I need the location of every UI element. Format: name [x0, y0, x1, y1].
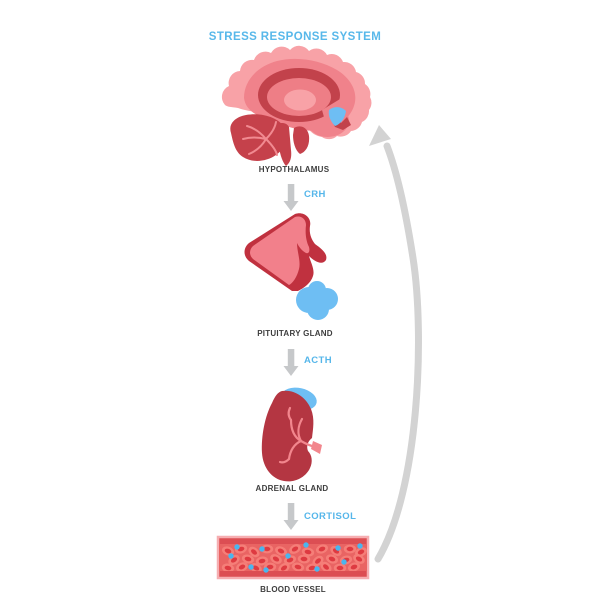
label-crh-hormone: CRH	[304, 189, 326, 200]
adrenal-illustration	[261, 387, 322, 482]
label-hypothalamus: HYPOTHALAMUS	[258, 165, 330, 174]
blood-vessel-illustration	[216, 535, 370, 580]
hypothalamus-highlight	[328, 107, 346, 126]
kidney-body	[261, 390, 314, 482]
curved-feedback-arrow-icon	[369, 125, 422, 563]
label-adrenal-gland: ADRENAL GLAND	[255, 484, 329, 493]
label-blood-vessel: BLOOD VESSEL	[260, 585, 326, 594]
label-cortisol-hormone: CORTISOL	[304, 511, 357, 522]
cerebellum-arbor-vitae	[242, 121, 278, 156]
down-arrow-icon	[283, 503, 299, 530]
label-pituitary-gland: PITUITARY GLAND	[257, 329, 333, 338]
page-title: STRESS RESPONSE SYSTEM	[208, 31, 382, 43]
brain-illustration	[221, 45, 372, 166]
renal-vessels	[278, 406, 320, 464]
thalamus	[284, 89, 316, 111]
pituitary-body	[296, 281, 338, 320]
pituitary-stalk	[250, 216, 310, 285]
cortisol-molecule-dots	[228, 542, 363, 573]
down-arrow-icon	[283, 349, 299, 376]
pons	[293, 126, 310, 154]
pituitary-illustration	[244, 213, 338, 320]
label-acth-hormone: ACTH	[304, 355, 332, 366]
down-arrow-icon	[283, 184, 299, 211]
brainstem	[277, 123, 292, 166]
